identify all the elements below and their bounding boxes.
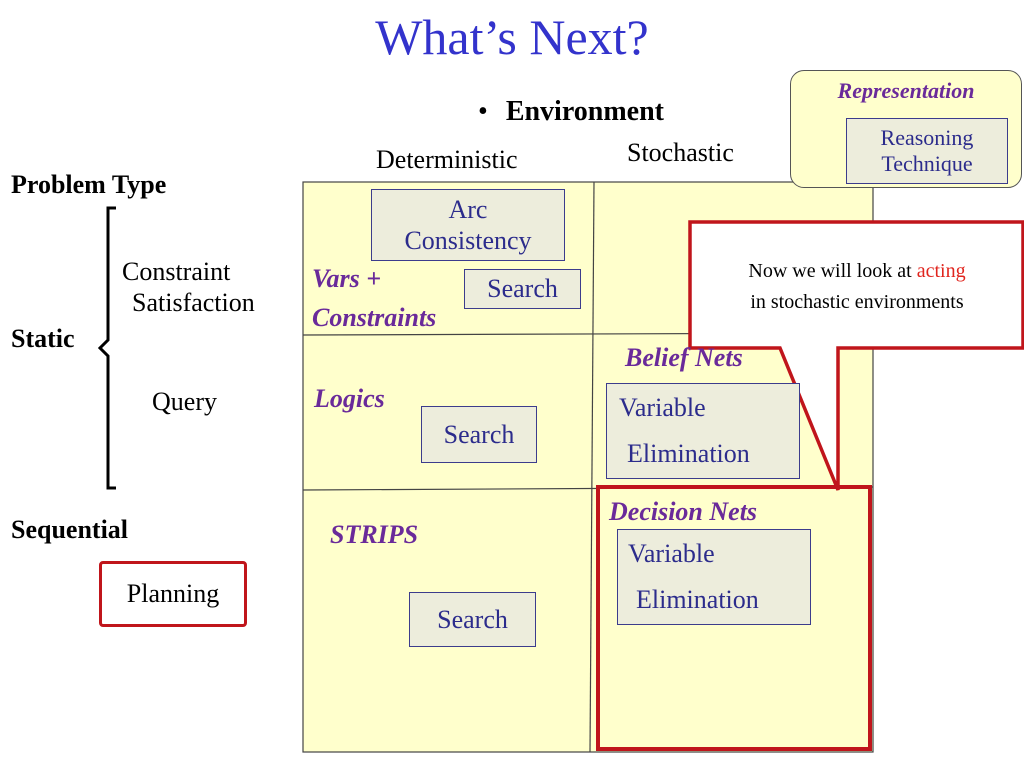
row-label-sequential: Sequential [11, 515, 129, 544]
decision-ve-line-2: Elimination [636, 585, 759, 615]
row-label-constraint: Constraint [122, 257, 231, 286]
decision-variable-elimination-box: Variable Elimination [617, 529, 811, 625]
csp-representation-line-2: Constraints [312, 303, 437, 332]
logics-search-box: Search [421, 406, 537, 463]
row-label-query: Query [152, 387, 217, 416]
grid-vertical-divider [589, 181, 595, 753]
logics-search-label: Search [443, 419, 515, 449]
callout-after: in stochastic environments [750, 291, 964, 313]
column-deterministic: Deterministic [376, 145, 518, 174]
belief-ve-line-1: Variable [619, 393, 706, 422]
strips-search-label: Search [437, 604, 508, 634]
row-label-planning: Planning [126, 579, 220, 608]
planning-highlight-box: Planning [99, 561, 247, 627]
legend-title: Representation [837, 78, 975, 103]
csp-search-box: Search [464, 269, 581, 309]
strips-search-box: Search [409, 592, 536, 647]
arc-consistency-box: Arc Consistency [371, 189, 565, 261]
callout-bubble [688, 220, 1024, 491]
decision-nets-representation: Decision Nets [609, 497, 758, 526]
csp-representation-line-1: Vars + [312, 264, 382, 293]
column-stochastic: Stochastic [627, 138, 734, 167]
strips-representation: STRIPS [330, 520, 419, 549]
bullet-text: Environment [505, 96, 664, 127]
belief-variable-elimination-box: Variable Elimination [606, 383, 800, 479]
legend-technique-box: Reasoning Technique [846, 118, 1008, 184]
csp-search-label: Search [487, 274, 558, 304]
decision-nets-highlight [596, 485, 872, 751]
legend-line-1: Reasoning [880, 124, 974, 150]
bullet-marker: • [478, 96, 488, 127]
row-label-satisfaction: Satisfaction [132, 288, 255, 317]
page-title: What’s Next? [375, 9, 649, 65]
arc-line-1: Arc [448, 194, 488, 224]
callout-text: Now we will look at acting in stochastic… [692, 256, 1022, 318]
arc-line-2: Consistency [404, 226, 532, 255]
logics-representation: Logics [314, 384, 385, 413]
row-label-static: Static [11, 324, 75, 353]
legend-line-2: Technique [881, 151, 973, 176]
belief-nets-representation: Belief Nets [625, 343, 743, 372]
decision-ve-line-1: Variable [628, 539, 715, 568]
callout-highlight: acting [916, 260, 966, 282]
static-bracket [97, 206, 116, 490]
belief-ve-line-2: Elimination [627, 439, 750, 469]
callout-before: Now we will look at [748, 260, 917, 282]
row-label-problem-type: Problem Type [11, 170, 167, 199]
environment-bullet: • Environment [478, 96, 664, 128]
